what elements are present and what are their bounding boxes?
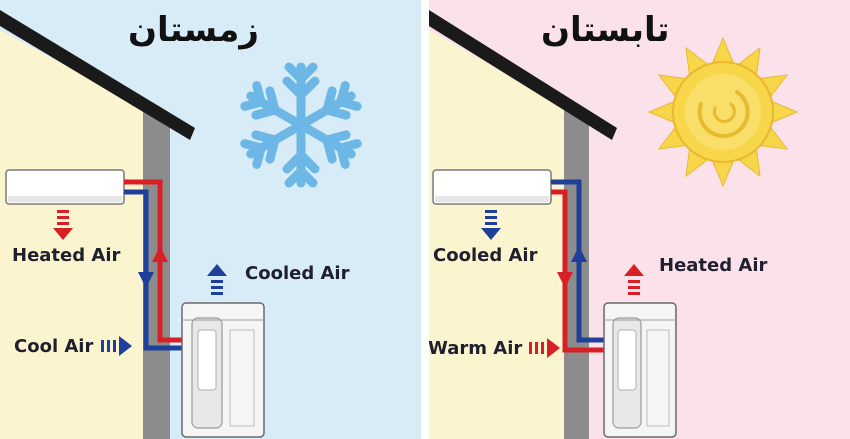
arrow-down-icon bbox=[138, 272, 154, 288]
summer-scene bbox=[429, 0, 850, 439]
winter-panel: زمستان Heated Air Cooled Air Cool Air bbox=[0, 0, 421, 439]
winter-intake-air-label: Cool Air bbox=[14, 336, 94, 357]
cool-air-intake-arrow-icon bbox=[101, 336, 132, 356]
heated-air-arrow-icon bbox=[624, 264, 644, 295]
summer-outdoor-air-label: Heated Air bbox=[659, 255, 768, 276]
hot-pipe bbox=[551, 189, 609, 353]
cooled-air-arrow-icon bbox=[481, 210, 501, 240]
warm-air-intake-arrow-icon bbox=[529, 338, 560, 358]
outdoor-unit bbox=[181, 302, 265, 438]
outdoor-unit bbox=[603, 302, 677, 438]
roof bbox=[429, 10, 617, 140]
winter-indoor-air-label: Heated Air bbox=[12, 245, 121, 266]
winter-outdoor-air-label: Cooled Air bbox=[245, 263, 350, 284]
summer-title: تابستان bbox=[541, 10, 670, 50]
winter-title: زمستان bbox=[128, 10, 259, 50]
panel-divider bbox=[421, 0, 429, 439]
summer-intake-air-label: Warm Air bbox=[429, 338, 523, 359]
arrow-down-icon bbox=[557, 272, 573, 288]
summer-panel: تابستان Cooled Air Heated Air Warm Air bbox=[429, 0, 850, 439]
arrow-up-icon bbox=[152, 246, 168, 262]
cooled-air-arrow-icon bbox=[207, 264, 227, 295]
snowflake-icon bbox=[240, 62, 362, 188]
indoor-wall bbox=[429, 30, 571, 439]
indoor-unit bbox=[432, 169, 552, 205]
heated-air-arrow-icon bbox=[53, 210, 73, 240]
indoor-wall bbox=[0, 30, 150, 439]
house-exterior-wall bbox=[143, 108, 170, 439]
summer-indoor-air-label: Cooled Air bbox=[433, 245, 538, 266]
sun-icon bbox=[647, 36, 799, 188]
winter-scene bbox=[0, 0, 421, 439]
cold-pipe bbox=[124, 189, 186, 351]
roof bbox=[0, 10, 195, 140]
indoor-unit bbox=[5, 169, 125, 205]
arrow-up-icon bbox=[571, 246, 587, 262]
